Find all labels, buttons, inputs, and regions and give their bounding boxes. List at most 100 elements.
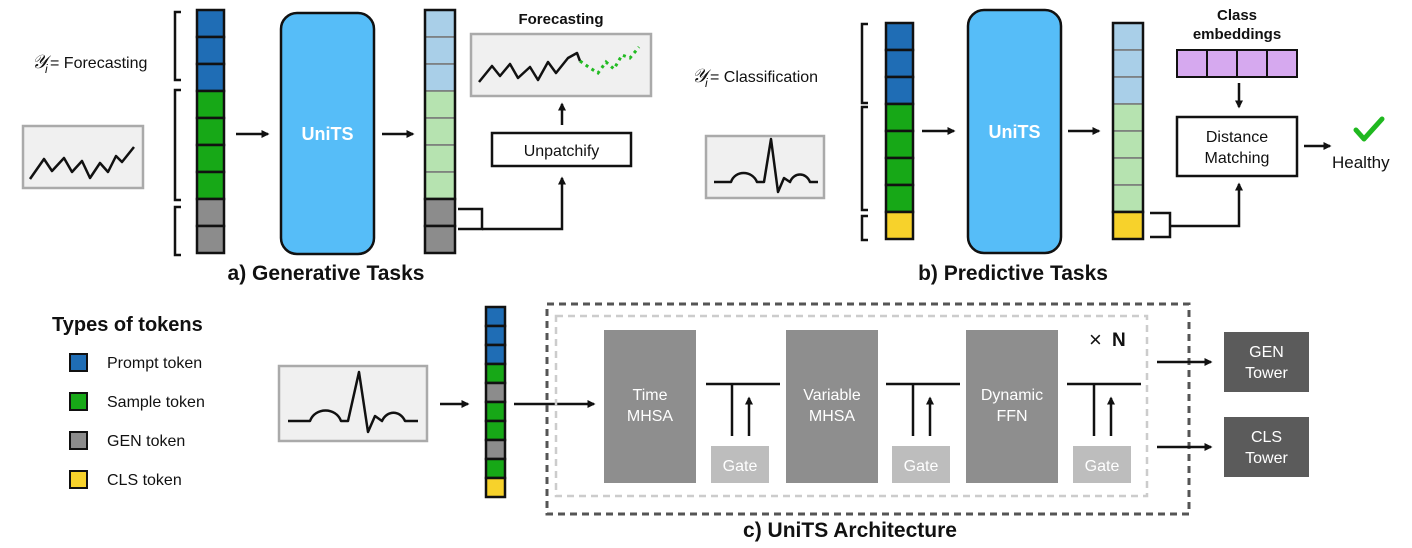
sample-token — [1112, 103, 1144, 132]
gate-label: Gate — [1085, 458, 1120, 475]
legend-title: Types of tokens — [52, 314, 203, 336]
legend-label: CLS token — [107, 472, 182, 489]
sample-token — [484, 400, 507, 423]
ecg-input-box — [277, 364, 429, 443]
block-label-2: MHSA — [627, 408, 674, 425]
block-label-1: Dynamic — [981, 387, 1043, 404]
repeat-inner-frame — [554, 314, 1149, 498]
arrow — [1170, 182, 1243, 228]
bracket-output-cls — [1150, 211, 1172, 239]
cls-token — [1111, 210, 1145, 241]
gen-token — [195, 224, 226, 255]
sample-token — [195, 89, 226, 120]
class-embeddings-title-2: embeddings — [1193, 26, 1281, 43]
unpatchify-box — [490, 131, 633, 168]
block-label-2: MHSA — [809, 408, 856, 425]
legend-swatch — [69, 470, 88, 489]
units-model-block — [279, 11, 376, 256]
cls-tower-label-1: CLS — [1251, 429, 1282, 446]
prompt-token — [884, 75, 915, 106]
sample-token — [484, 457, 507, 480]
sample-token — [1112, 157, 1144, 186]
bracket-prompt — [173, 10, 181, 82]
cls-token — [884, 210, 915, 241]
gate-label: Gate — [904, 458, 939, 475]
ecg-input-box — [704, 134, 826, 200]
legend-swatch — [69, 392, 88, 411]
bracket-output-gen — [458, 207, 484, 231]
gen-token — [484, 381, 507, 404]
panel-b: 𝒴 i = Classification UniTS Class embeddi… — [692, 7, 1390, 285]
prompt-token — [1112, 22, 1144, 51]
unpatchify-label: Unpatchify — [524, 143, 600, 160]
legend-label: Sample token — [107, 394, 205, 411]
architecture-outer-frame — [545, 302, 1191, 516]
block-label-1: Variable — [803, 387, 861, 404]
distance-matching-label-1: Distance — [1206, 129, 1268, 146]
prompt-token — [424, 36, 456, 65]
sample-token — [424, 117, 456, 146]
units-model-label: UniTS — [302, 124, 354, 144]
prompt-token — [484, 343, 507, 366]
token-column-input — [195, 8, 226, 255]
prompt-token — [195, 35, 226, 66]
gen-tower-label-2: Tower — [1245, 365, 1288, 382]
panel-a-label: = Forecasting — [50, 55, 147, 72]
legend-label: Prompt token — [107, 355, 202, 372]
prompt-token — [424, 63, 456, 92]
prompt-token — [195, 8, 226, 39]
gate-unit — [886, 382, 960, 483]
panel-c-caption: c) UniTS Architecture — [743, 519, 957, 542]
cls-token — [484, 476, 507, 499]
prompt-token — [195, 62, 226, 93]
sample-token — [1112, 130, 1144, 159]
prompt-token — [884, 48, 915, 79]
cls-tower-label-2: Tower — [1245, 450, 1288, 467]
panel-a: 𝒴 i = Forecasting UniTS Unpatchify Forec… — [21, 8, 653, 285]
bracket-cls — [860, 214, 868, 242]
bracket-sample — [173, 88, 181, 202]
prompt-token — [1112, 49, 1144, 78]
sample-token — [884, 156, 915, 187]
sample-token — [424, 90, 456, 119]
repeat-n-label: N — [1112, 330, 1126, 351]
forecast-title: Forecasting — [518, 11, 603, 28]
units-model-block — [966, 8, 1063, 255]
distance-matching-label-2: Matching — [1205, 150, 1270, 167]
gen-token — [195, 197, 226, 228]
bracket-gen — [173, 205, 181, 257]
sample-token — [884, 102, 915, 133]
gen-token — [423, 224, 457, 255]
class-embeddings-row — [1176, 49, 1298, 78]
yi-symbol: 𝒴 — [32, 52, 52, 73]
yi-symbol: 𝒴 — [692, 66, 712, 87]
panel-b-caption: b) Predictive Tasks — [918, 262, 1108, 285]
gen-token — [484, 438, 507, 461]
sample-token — [195, 116, 226, 147]
sample-token — [195, 170, 226, 201]
arrow — [482, 176, 566, 231]
block-label-2: FFN — [996, 408, 1027, 425]
check-icon — [1353, 116, 1385, 142]
gate-label: Gate — [723, 458, 758, 475]
class-embeddings-title-1: Class — [1217, 7, 1257, 24]
bracket-prompt — [860, 22, 868, 105]
sample-token — [484, 362, 507, 385]
input-series-box — [21, 124, 145, 190]
gen-token — [423, 197, 457, 228]
panel-a-caption: a) Generative Tasks — [228, 262, 425, 285]
block-label-1: Time — [633, 387, 668, 404]
prompt-token — [484, 324, 507, 347]
gate-unit — [1067, 382, 1141, 483]
distance-matching-box — [1175, 115, 1299, 178]
repeat-times-symbol: × — [1089, 327, 1102, 352]
cls-tower-box — [1224, 417, 1309, 477]
gate-unit — [706, 382, 780, 483]
sample-token — [424, 144, 456, 173]
legend-swatch — [69, 431, 88, 450]
gen-tower-box — [1224, 332, 1309, 392]
units-model-label: UniTS — [989, 122, 1041, 142]
bracket-sample — [860, 105, 868, 212]
